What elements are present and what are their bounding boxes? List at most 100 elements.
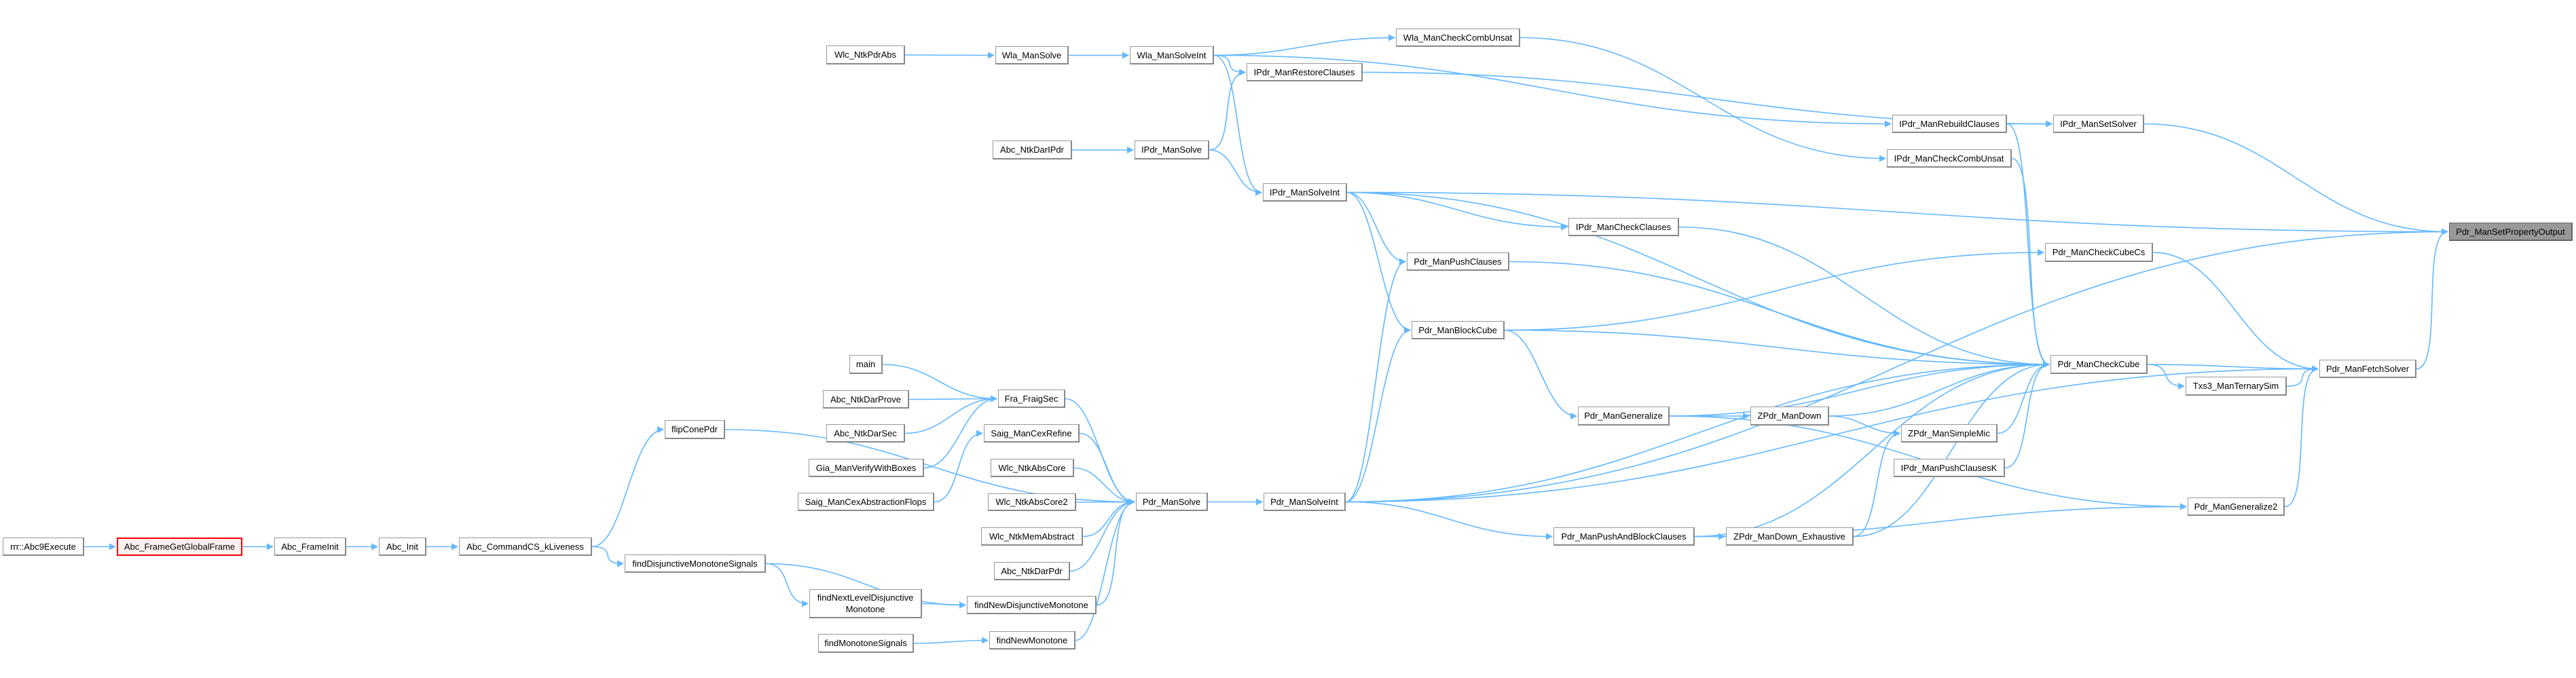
edge-zpdr-man-down-exhaustive-to-zpdr-man-simple-mic	[1853, 430, 1900, 538]
edge-pdr-man-solve-int-to-pdr-man-push-and-block-clauses	[1345, 501, 1553, 540]
node-zpdr-man-down[interactable]: ZPdr_ManDown	[1750, 407, 1829, 426]
edge-gia-man-verify-with-boxes-to-fra-fraig-sec	[923, 395, 997, 469]
node-ipdr-man-solve[interactable]: IPdr_ManSolve	[1135, 140, 1209, 159]
node-gia-man-verify-with-boxes[interactable]: Gia_ManVerifyWithBoxes	[809, 459, 924, 477]
node-pdr-man-push-and-block-clauses[interactable]: Pdr_ManPushAndBlockClauses	[1553, 527, 1695, 546]
node-wlc-ntk-abs-core[interactable]: Wlc_NtkAbsCore	[991, 459, 1074, 477]
edge-saig-man-cex-refine-to-pdr-man-solve	[1079, 432, 1135, 506]
node-ipdr-man-rebuild-clauses[interactable]: IPdr_ManRebuildClauses	[1892, 115, 2007, 133]
edge-zpdr-man-simple-mic-to-pdr-man-check-cube	[1997, 361, 2050, 434]
edge-saig-man-cex-abstraction-flops-to-saig-man-cex-refine	[934, 430, 983, 503]
edge-pdr-man-block-cube-to-pdr-man-generalize	[1504, 329, 1577, 419]
edge-zpdr-man-down-to-zpdr-man-simple-mic	[1828, 415, 1900, 437]
edge-abc-ntk-dar-sec-to-fra-fraig-sec	[904, 395, 997, 434]
edge-ipdr-man-solve-int-to-pdr-man-block-cube	[1346, 191, 1411, 334]
edge-ipdr-man-solve-int-to-pdr-man-push-clauses	[1346, 191, 1406, 265]
edge-abc-ntk-dar-pdr-to-pdr-man-solve	[1069, 498, 1135, 572]
edge-ipdr-man-solve-int-to-pdr-man-set-property-output	[1346, 191, 2448, 236]
node-pdr-man-check-cube-cs[interactable]: Pdr_ManCheckCubeCs	[2045, 243, 2153, 262]
edge-pdr-man-block-cube-to-pdr-man-check-cube	[1504, 329, 2050, 368]
edge-pdr-man-solve-int-to-pdr-man-check-cube	[1345, 361, 2050, 503]
node-zpdr-man-simple-mic[interactable]: ZPdr_ManSimpleMic	[1901, 424, 1998, 442]
node-abc-ntk-dar-sec[interactable]: Abc_NtkDarSec	[826, 424, 905, 442]
node-find-new-disjunctive-monotone[interactable]: findNewDisjunctiveMonotone	[967, 596, 1097, 614]
node-abc-init[interactable]: Abc_Init	[379, 538, 426, 556]
node-find-new-monotone[interactable]: findNewMonotone	[989, 631, 1075, 649]
node-wla-man-check-comb-unsat[interactable]: Wla_ManCheckCombUnsat	[1396, 29, 1520, 47]
edge-main-to-fra-fraig-sec	[882, 364, 997, 402]
edge-pdr-man-push-clauses-to-pdr-man-check-cube	[1509, 261, 2050, 368]
edge-pdr-man-block-cube-to-pdr-man-check-cube-cs	[1504, 249, 2044, 331]
node-pdr-man-solve[interactable]: Pdr_ManSolve	[1136, 493, 1208, 511]
node-saig-man-cex-refine[interactable]: Saig_ManCexRefine	[984, 424, 1080, 442]
node-zpdr-man-down-exhaustive[interactable]: ZPdr_ManDown_Exhaustive	[1726, 527, 1854, 546]
edge-ipdr-man-set-solver-to-pdr-man-set-property-output	[2143, 123, 2448, 236]
node-pdr-man-solve-int[interactable]: Pdr_ManSolveInt	[1264, 493, 1346, 511]
node-wlc-ntk-mem-abstract[interactable]: Wlc_NtkMemAbstract	[981, 527, 1083, 546]
node-pdr-man-set-property-output[interactable]: Pdr_ManSetPropertyOutput	[2449, 223, 2573, 241]
edge-abc-ntk-dar-prove-to-fra-fraig-sec	[908, 395, 997, 402]
node-pdr-man-generalize[interactable]: Pdr_ManGeneralize	[1578, 407, 1670, 426]
node-abc-ntk-dar-prove[interactable]: Abc_NtkDarProve	[823, 390, 909, 409]
edge-pdr-man-generalize-to-pdr-man-check-cube	[1669, 361, 2050, 417]
node-fra-fraig-sec[interactable]: Fra_FraigSec	[998, 390, 1065, 408]
node-ipdr-man-push-clauses-k[interactable]: IPdr_ManPushClausesK	[1894, 459, 2005, 477]
node-rrr-abc9-execute[interactable]: rrr::Abc9Execute	[3, 538, 84, 556]
node-pdr-man-generalize2[interactable]: Pdr_ManGeneralize2	[2188, 497, 2285, 516]
node-ipdr-man-set-solver[interactable]: IPdr_ManSetSolver	[2053, 115, 2144, 133]
node-abc-frame-init[interactable]: Abc_FrameInit	[274, 538, 346, 556]
edge-pdr-man-fetch-solver-to-pdr-man-set-property-output	[2416, 228, 2448, 370]
node-flip-cone-pdr[interactable]: flipConePdr	[665, 420, 725, 439]
edge-ipdr-man-solve-to-ipdr-man-solve-int	[1209, 149, 1262, 196]
edge-find-monotone-signals-to-find-new-monotone	[913, 637, 989, 644]
node-abc-ntk-dar-pdr[interactable]: Abc_NtkDarPdr	[994, 562, 1070, 580]
node-abc-frame-get-global-frame[interactable]: Abc_FrameGetGlobalFrame	[117, 538, 242, 556]
edge-wla-man-solve-int-to-ipdr-man-restore-clauses	[1213, 54, 1246, 76]
node-saig-man-cex-abstraction-flops[interactable]: Saig_ManCexAbstractionFlops	[798, 493, 934, 511]
edge-abc-command-cs-k-liveness-to-find-disjunctive-monotone-signals	[591, 546, 624, 567]
node-pdr-man-push-clauses[interactable]: Pdr_ManPushClauses	[1407, 252, 1509, 271]
edge-find-disjunctive-monotone-signals-to-find-next-level-disjunctive-monotone	[765, 563, 809, 607]
node-find-disjunctive-monotone-signals[interactable]: findDisjunctiveMonotoneSignals	[625, 554, 766, 573]
edge-pdr-man-solve-int-to-pdr-man-block-cube	[1345, 326, 1411, 503]
node-pdr-man-block-cube[interactable]: Pdr_ManBlockCube	[1412, 321, 1505, 339]
edge-pdr-man-solve-int-to-pdr-man-push-clauses	[1345, 258, 1406, 503]
edge-wlc-ntk-pdr-abs-to-wla-man-solve	[904, 52, 995, 59]
node-wla-man-solve-int[interactable]: Wla_ManSolveInt	[1130, 46, 1214, 64]
node-pdr-man-check-cube[interactable]: Pdr_ManCheckCube	[2050, 355, 2148, 374]
node-abc-ntk-dar-ipdr[interactable]: Abc_NtkDarIPdr	[993, 140, 1072, 159]
edge-pdr-man-check-cube-to-pdr-man-fetch-solver	[2147, 364, 2319, 373]
edge-pdr-man-generalize2-to-pdr-man-fetch-solver	[2284, 365, 2319, 508]
edge-wla-man-solve-int-to-ipdr-man-solve-int	[1213, 54, 1262, 196]
node-ipdr-man-check-comb-unsat[interactable]: IPdr_ManCheckCombUnsat	[1887, 149, 2012, 168]
node-main[interactable]: main	[849, 355, 883, 374]
edge-abc-command-cs-k-liveness-to-flip-cone-pdr	[591, 426, 664, 548]
node-txs3-man-ternary-sim[interactable]: Txs3_ManTernarySim	[2186, 377, 2287, 396]
edge-ipdr-man-check-comb-unsat-to-pdr-man-check-cube	[2011, 157, 2050, 368]
edge-txs3-man-ternary-sim-to-pdr-man-fetch-solver	[2286, 365, 2319, 387]
edge-ipdr-man-solve-to-ipdr-man-restore-clauses	[1209, 69, 1246, 151]
edge-wlc-ntk-abs-core2-to-pdr-man-solve	[1075, 498, 1135, 506]
edge-wla-man-solve-int-to-ipdr-man-rebuild-clauses	[1213, 54, 1892, 128]
node-wlc-ntk-pdr-abs[interactable]: Wlc_NtkPdrAbs	[826, 45, 905, 64]
edge-wlc-ntk-mem-abstract-to-pdr-man-solve	[1082, 498, 1135, 538]
node-ipdr-man-solve-int[interactable]: IPdr_ManSolveInt	[1263, 183, 1347, 202]
edge-ipdr-man-check-clauses-to-pdr-man-check-cube	[1678, 226, 2050, 368]
node-find-monotone-signals[interactable]: findMonotoneSignals	[818, 634, 914, 653]
edge-pdr-man-solve-int-to-pdr-man-fetch-solver	[1345, 365, 2319, 503]
node-wla-man-solve[interactable]: Wla_ManSolve	[995, 46, 1069, 64]
edge-zpdr-man-down-to-pdr-man-check-cube	[1828, 361, 2050, 417]
node-ipdr-man-restore-clauses[interactable]: IPdr_ManRestoreClauses	[1247, 63, 1363, 81]
edge-find-disjunctive-monotone-signals-to-find-new-disjunctive-monotone	[765, 563, 966, 609]
edge-pdr-man-check-cube-to-txs3-man-ternary-sim	[2147, 364, 2185, 390]
edge-pdr-man-push-and-block-clauses-to-pdr-man-check-cube	[1694, 361, 2050, 538]
node-find-next-level-disjunctive-monotone[interactable]: findNextLevelDisjunctive Monotone	[809, 589, 922, 618]
node-pdr-man-fetch-solver[interactable]: Pdr_ManFetchSolver	[2319, 360, 2416, 378]
edge-find-new-monotone-to-pdr-man-solve	[1075, 498, 1135, 641]
node-ipdr-man-check-clauses[interactable]: IPdr_ManCheckClauses	[1568, 218, 1679, 236]
node-abc-command-cs-k-liveness[interactable]: Abc_CommandCS_kLiveness	[459, 538, 592, 556]
edge-wla-man-solve-int-to-wla-man-check-comb-unsat	[1213, 34, 1395, 56]
node-wlc-ntk-abs-core2[interactable]: Wlc_NtkAbsCore2	[988, 493, 1076, 511]
